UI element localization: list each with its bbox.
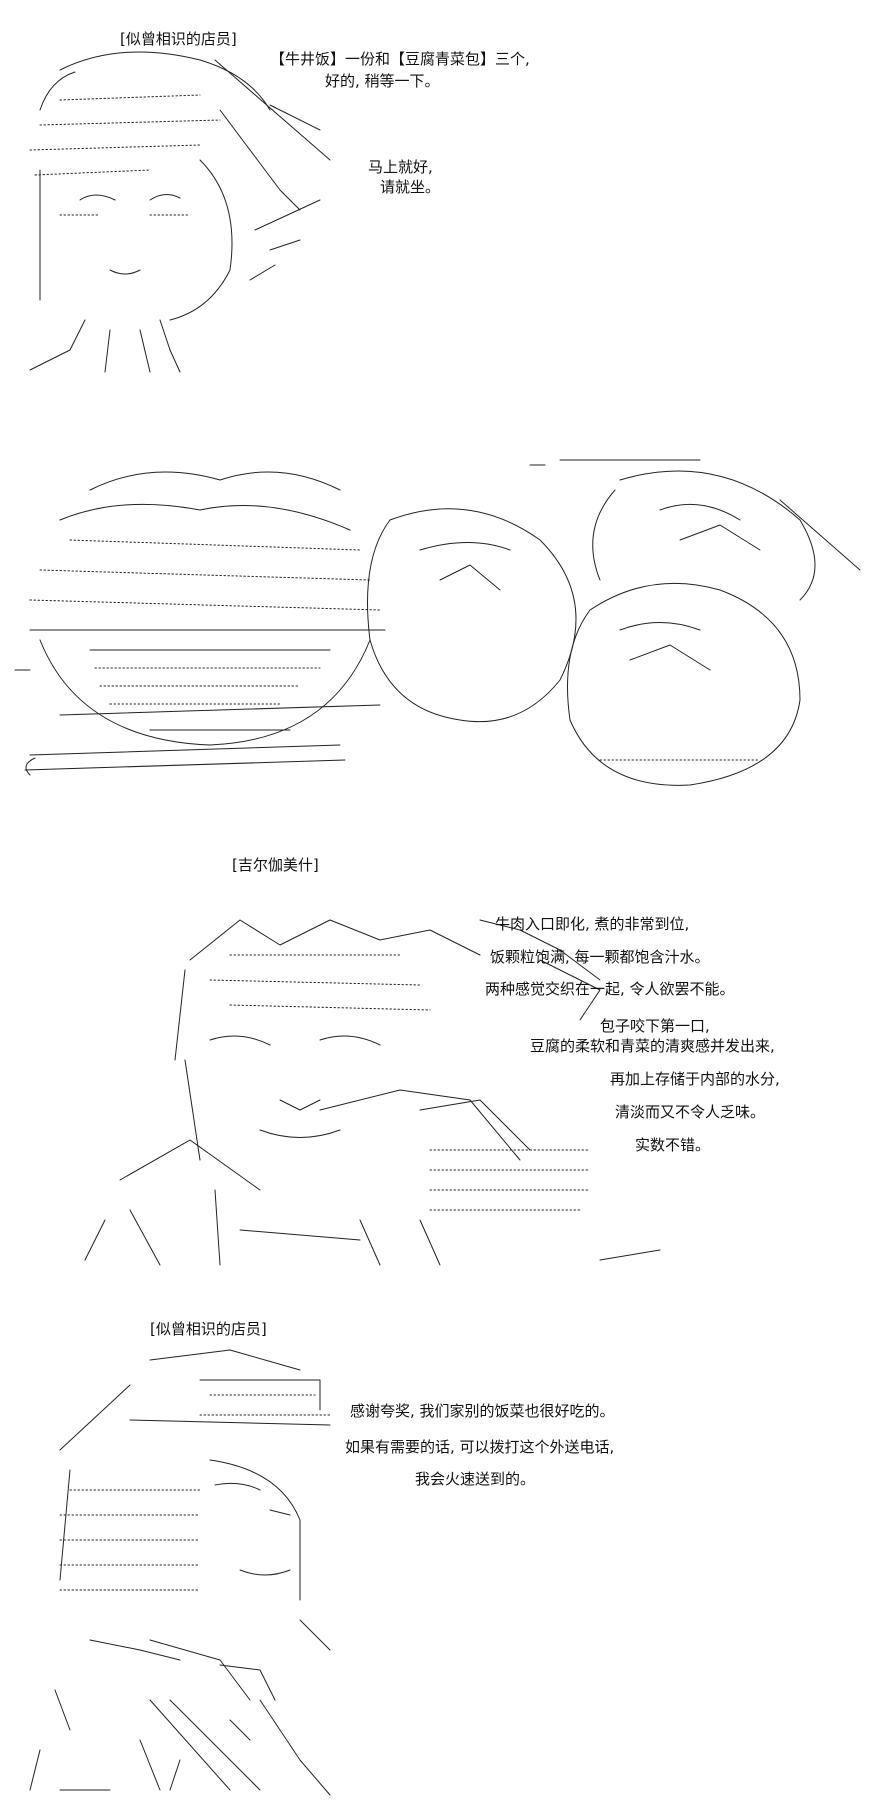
dialogue-line: 如果有需要的话, 可以拨打这个外送电话, bbox=[345, 1438, 615, 1456]
dialogue-line: 两种感觉交织在一起, 令人欲罢不能。 bbox=[485, 980, 735, 998]
panel-gilgamesh: [吉尔伽美什] 牛肉入口即化, 煮的非常到位, 饭颗粒饱满, 每一颗都饱含汁水。… bbox=[0, 856, 890, 1280]
panel-clerk-delivery: [似曾相识的店员] 感谢夸奖, 我们家别的饭菜也很好吃的。 如果有需要的话, 可… bbox=[0, 1320, 890, 1816]
dialogue-line: 再加上存储于内部的水分, bbox=[610, 1070, 780, 1088]
dialogue-line: 清淡而又不令人乏味。 bbox=[615, 1103, 766, 1121]
dialogue-line: 包子咬下第一口, bbox=[600, 1017, 710, 1035]
dialogue-line: 我会火速送到的。 bbox=[415, 1470, 536, 1488]
dialogue-line: 实数不错。 bbox=[635, 1136, 711, 1154]
dialogue-line: 请就坐。 bbox=[380, 178, 441, 196]
dialogue-line: 马上就好, bbox=[368, 158, 433, 176]
dialogue-line: 感谢夸奖, 我们家别的饭菜也很好吃的。 bbox=[350, 1402, 615, 1420]
speaker-label: [吉尔伽美什] bbox=[232, 856, 319, 874]
speaker-label: [似曾相识的店员] bbox=[120, 30, 237, 48]
food-art bbox=[14, 459, 861, 786]
dialogue-line: 【牛井饭】一份和【豆腐青菜包】三个, bbox=[270, 50, 530, 68]
dialogue-line: 豆腐的柔软和青菜的清爽感并发出来, bbox=[530, 1037, 775, 1055]
clerk-figure-art bbox=[29, 1349, 331, 1796]
dialogue-line: 好的, 稍等一下。 bbox=[325, 72, 440, 90]
dialogue-line: 饭颗粒饱满, 每一颗都饱含汁水。 bbox=[490, 948, 710, 966]
panel-clerk-order: [似曾相识的店员] 【牛井饭】一份和【豆腐青菜包】三个, 好的, 稍等一下。 马… bbox=[0, 0, 890, 380]
gilgamesh-figure-art bbox=[84, 919, 661, 1266]
speaker-label: [似曾相识的店员] bbox=[150, 1320, 267, 1338]
panel-food bbox=[0, 440, 890, 800]
clerk-figure-art bbox=[29, 51, 331, 373]
dialogue-line: 牛肉入口即化, 煮的非常到位, bbox=[495, 915, 690, 933]
